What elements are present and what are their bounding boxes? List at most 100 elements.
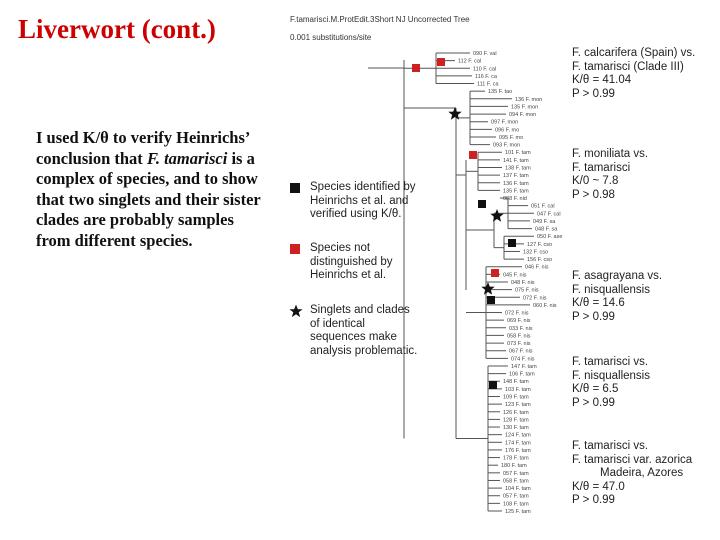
stat-line: K/0 ~ 7.8	[572, 175, 619, 187]
leaf-label: 124 F. tam	[505, 433, 531, 439]
leaf-label: 074 F. nis	[511, 356, 535, 362]
leaf-label: 135 F. tao	[488, 89, 512, 95]
leaf-label: 135 F. mon	[511, 104, 538, 110]
leaf-label: 127 F. cso	[527, 242, 552, 248]
black-square-icon	[290, 183, 300, 193]
leaf-label: 116 F. ca	[475, 74, 498, 80]
leaf-label: 174 F. tam	[505, 440, 531, 446]
leaf-label: 178 F. tam	[503, 456, 529, 462]
leaf-label: 072 F. nis	[505, 311, 529, 317]
red-square-marker	[412, 64, 420, 72]
legend-text: Species identified by Heinrichs et al. a…	[310, 181, 416, 220]
stat-line: K/θ = 41.04	[572, 74, 632, 86]
leaf-label: 072 F. nis	[523, 295, 547, 301]
leaf-label: 057 F. tam	[503, 494, 529, 500]
stat-box-asagrayana: F. asagrayana vs. F. nisquallensis K/θ =…	[572, 270, 662, 324]
leaf-label: 067 F. nis	[509, 349, 533, 355]
leaf-label: 111 F. ca	[477, 82, 499, 88]
red-square-marker	[437, 58, 445, 66]
leaf-label: 136 F. mon	[515, 97, 542, 103]
leaf-label: 097 F. mon	[491, 120, 518, 126]
star-marker	[448, 107, 462, 120]
leaf-label: 048 F. nis	[511, 280, 535, 286]
tree-branches	[368, 52, 534, 512]
stat-line: K/θ = 14.6	[572, 297, 625, 309]
leaf-label: 095 F. mo	[499, 135, 523, 141]
tree-header: F.tamarisci.M.ProtEdit.3Short NJ Uncorre…	[290, 14, 470, 44]
leaf-label: 130 F. tam	[503, 425, 529, 431]
leaf-label: 069 F. nis	[507, 318, 531, 324]
black-square-marker	[489, 381, 497, 389]
leaf-label: 073 F. nis	[507, 341, 531, 347]
leaf-label: 047 F. cal	[537, 211, 561, 217]
stat-line: F. calcarifera (Spain) vs.	[572, 47, 696, 59]
leaf-label: 090 F. val	[473, 51, 497, 57]
stat-box-calcarifera: F. calcarifera (Spain) vs. F. tamarisci …	[572, 47, 695, 101]
stat-line: K/θ = 6.5	[572, 383, 619, 395]
tree-markers	[412, 58, 516, 389]
stat-box-nisquallensis: F. tamarisci vs. F. nisquallensis K/θ = …	[572, 356, 650, 410]
leaf-label: 075 F. nis	[515, 288, 539, 294]
black-square-marker	[508, 239, 516, 247]
leaf-label: 106 F. tam	[509, 372, 535, 378]
leaf-label: 136 F. tam	[503, 181, 529, 187]
legend-text: Species not distinguished by Heinrichs e…	[310, 242, 393, 281]
star-marker	[490, 209, 504, 222]
stat-line: F. nisquallensis	[572, 369, 650, 382]
leaf-label: 156 F. cso	[527, 257, 552, 263]
leaf-label: 033 F. nis	[509, 326, 533, 332]
leaf-label: 109 F. tam	[503, 395, 529, 401]
leaf-label: 101 F. tam	[505, 150, 531, 156]
leaf-label: 123 F. tam	[505, 402, 531, 408]
leaf-label: 051 F. cal	[531, 204, 555, 210]
star-marker	[481, 282, 495, 295]
stat-line: Madeira, Azores	[600, 467, 684, 479]
leaf-label: 050 F. ase	[537, 234, 562, 240]
leaf-label: 132 F. cso	[523, 249, 548, 255]
stat-line: F. moniliata vs.	[572, 148, 649, 160]
black-square-marker	[487, 296, 495, 304]
leaf-label: 060 F. nis	[533, 303, 557, 309]
star-icon	[289, 304, 303, 318]
stat-line: F. nisquallensis	[572, 283, 650, 296]
red-square-marker	[469, 151, 477, 159]
stat-line: F. tamarisci (Clade III)	[572, 60, 684, 73]
red-square-marker	[491, 269, 499, 277]
body-text-part2: is a complex of species, and to show tha…	[36, 148, 261, 250]
leaf-label: 058 F. tam	[503, 478, 529, 484]
leaf-label: 137 F. tam	[503, 173, 529, 179]
stat-line: P > 0.99	[572, 396, 615, 409]
black-square-marker	[478, 200, 486, 208]
slide-title: Liverwort (cont.)	[18, 14, 216, 44]
species-name: F. tamarisci	[146, 148, 228, 168]
stat-line: P > 0.99	[572, 310, 615, 323]
leaf-label: 094 F. mon	[509, 112, 536, 118]
stat-line: F. tamarisci	[572, 161, 631, 174]
legend-text: Singlets and clades of identical sequenc…	[310, 304, 418, 357]
leaf-label: 093 F. mon	[493, 143, 520, 149]
leaf-label: 126 F. tam	[503, 410, 529, 416]
stat-box-azorica: F. tamarisci vs. F. tamarisci var. azori…	[572, 440, 692, 508]
leaf-label: 049 F. sa	[533, 219, 556, 225]
stat-line: F. tamarisci vs.	[572, 356, 649, 368]
leaf-label: 180 F. tam	[501, 463, 527, 469]
leaf-label: 046 F. nis	[525, 265, 549, 271]
leaf-label: 048 F. sa	[535, 227, 558, 233]
leaf-label: 141 F. tam	[503, 158, 529, 164]
stat-line: K/θ = 47.0	[572, 480, 625, 493]
leaf-label: 045 F. nis	[503, 272, 527, 278]
leaf-label: 135 F. tam	[503, 188, 529, 194]
leaf-label: 104 F. tam	[505, 486, 531, 492]
leaf-label: 147 F. tam	[511, 364, 537, 370]
leaf-label: 088 F. nid	[503, 196, 527, 202]
leaf-label: 148 F. tam	[503, 379, 529, 385]
leaf-label: 096 F. mo	[495, 127, 519, 133]
leaf-label: 058 F. nis	[507, 333, 531, 339]
leaf-label: 176 F. tam	[505, 448, 531, 454]
stat-line: F. tamarisci vs.	[572, 440, 649, 452]
stat-box-moniliata: F. moniliata vs. F. tamarisci K/0 ~ 7.8 …	[572, 148, 648, 202]
leaf-label: 138 F. tam	[505, 166, 531, 172]
tree-title: F.tamarisci.M.ProtEdit.3Short NJ Uncorre…	[290, 15, 470, 24]
stat-line: P > 0.98	[572, 188, 615, 201]
stat-line: F. asagrayana vs.	[572, 270, 663, 282]
